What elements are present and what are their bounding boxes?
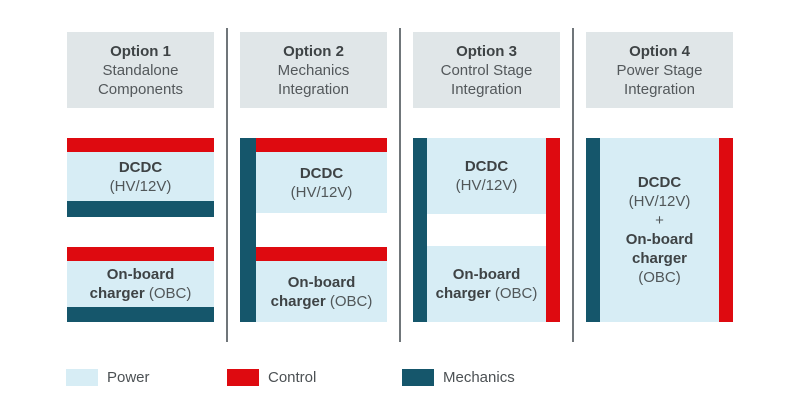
- option-1-column: Option 1 Standalone Components DCDC (HV/…: [67, 32, 214, 322]
- power-body-combined: DCDC (HV/12V) + On-board charger (OBC): [600, 138, 719, 322]
- option-4-column: Option 4 Power Stage Integration DCDC (H…: [586, 32, 733, 322]
- option-1-diagram: DCDC (HV/12V) On-board charger (OBC): [67, 138, 214, 322]
- control-bar: [67, 247, 214, 261]
- obc-label-line1: On-board: [452, 266, 521, 283]
- option-subtitle-line: Mechanics: [277, 61, 350, 79]
- power-body-obc: On-board charger (OBC): [67, 261, 214, 307]
- dcdc-label: DCDC: [299, 164, 344, 182]
- option-title: Option 4: [629, 42, 690, 60]
- option-1-header: Option 1 Standalone Components: [67, 32, 214, 108]
- mechanics-vertical-bar: [586, 138, 600, 322]
- option-4-header: Option 4 Power Stage Integration: [586, 32, 733, 108]
- option-title: Option 1: [110, 42, 171, 60]
- legend-label-control: Control: [268, 368, 317, 386]
- option-4-diagram: DCDC (HV/12V) + On-board charger (OBC): [586, 138, 733, 322]
- option-3-header: Option 3 Control Stage Integration: [413, 32, 560, 108]
- dcdc-label: DCDC: [118, 158, 163, 176]
- obc-label-bold: charger: [89, 285, 145, 302]
- obc-label-line2: charger (OBC): [256, 292, 387, 311]
- option-subtitle-line: Control Stage: [440, 61, 533, 79]
- mechanics-bar: [67, 307, 214, 322]
- obc-label-line2: charger (OBC): [67, 284, 214, 303]
- control-bar: [256, 138, 387, 152]
- block-gap: [427, 214, 546, 246]
- legend-item-mechanics: Mechanics: [402, 368, 515, 386]
- mechanics-bar: [67, 201, 214, 217]
- control-vertical-bar: [719, 138, 733, 322]
- block-gap: [67, 217, 214, 247]
- obc-detail: (OBC): [329, 292, 373, 310]
- control-bar: [67, 138, 214, 152]
- power-body-obc: On-board charger (OBC): [427, 246, 546, 322]
- power-swatch: [66, 368, 98, 386]
- dcdc-label: DCDC: [637, 174, 682, 191]
- obc-label-bold: charger: [270, 292, 326, 310]
- option-subtitle-line: Components: [97, 80, 184, 98]
- obc-label-bold: charger: [435, 285, 491, 302]
- option-subtitle-line: Integration: [278, 80, 349, 98]
- dcdc-detail: (HV/12V): [455, 177, 518, 194]
- dcdc-label: DCDC: [464, 158, 509, 175]
- power-body-dcdc: DCDC (HV/12V): [427, 138, 546, 214]
- legend-item-power: Power: [66, 368, 150, 386]
- obc-label-line2: charger: [631, 250, 688, 267]
- control-bar: [256, 247, 387, 261]
- mechanics-vertical-bar: [413, 138, 427, 322]
- control-vertical-bar: [546, 138, 560, 322]
- mechanics-vertical-bar: [240, 138, 256, 322]
- mechanics-swatch: [402, 368, 434, 386]
- obc-label-line1: On-board: [625, 231, 694, 248]
- option-title: Option 2: [283, 42, 344, 60]
- obc-detail: (OBC): [638, 269, 681, 286]
- option-subtitle-line: Integration: [624, 80, 695, 98]
- power-body-dcdc: DCDC (HV/12V): [67, 152, 214, 201]
- obc-label-line2: charger (OBC): [427, 284, 546, 303]
- power-body-obc: On-board charger (OBC): [256, 261, 387, 322]
- option-2-header: Option 2 Mechanics Integration: [240, 32, 387, 108]
- option-title: Option 3: [456, 42, 517, 60]
- obc-block: On-board charger (OBC): [67, 247, 214, 322]
- option-3-content: DCDC (HV/12V) On-board charger (OBC): [427, 138, 546, 322]
- option-subtitle-line: Power Stage: [616, 61, 703, 79]
- option-subtitle-line: Integration: [451, 80, 522, 98]
- option-2-content: DCDC (HV/12V) On-board charger (OBC): [256, 138, 387, 322]
- legend-item-control: Control: [227, 368, 316, 386]
- column-divider: [399, 28, 401, 342]
- obc-label-line1: On-board: [287, 273, 356, 291]
- dcdc-detail: (HV/12V): [109, 177, 172, 195]
- option-subtitle-line: Standalone: [102, 61, 179, 79]
- option-2-column: Option 2 Mechanics Integration DCDC (HV/…: [240, 32, 387, 322]
- option-3-column: Option 3 Control Stage Integration DCDC …: [413, 32, 560, 322]
- plus-sign: +: [655, 212, 664, 229]
- block-gap: [256, 213, 387, 247]
- obc-label-line1: On-board: [106, 266, 175, 283]
- option-3-diagram: DCDC (HV/12V) On-board charger (OBC): [413, 138, 560, 322]
- obc-detail: (OBC): [148, 285, 192, 302]
- column-divider: [226, 28, 228, 342]
- legend-label-power: Power: [107, 368, 150, 386]
- obc-detail: (OBC): [494, 285, 538, 302]
- column-divider: [572, 28, 574, 342]
- power-body-dcdc: DCDC (HV/12V): [256, 152, 387, 213]
- dcdc-detail: (HV/12V): [628, 193, 691, 210]
- legend-label-mechanics: Mechanics: [443, 368, 515, 386]
- option-2-diagram: DCDC (HV/12V) On-board charger (OBC): [240, 138, 387, 322]
- control-swatch: [227, 368, 259, 386]
- dcdc-detail: (HV/12V): [290, 183, 353, 201]
- dcdc-block: DCDC (HV/12V): [67, 138, 214, 217]
